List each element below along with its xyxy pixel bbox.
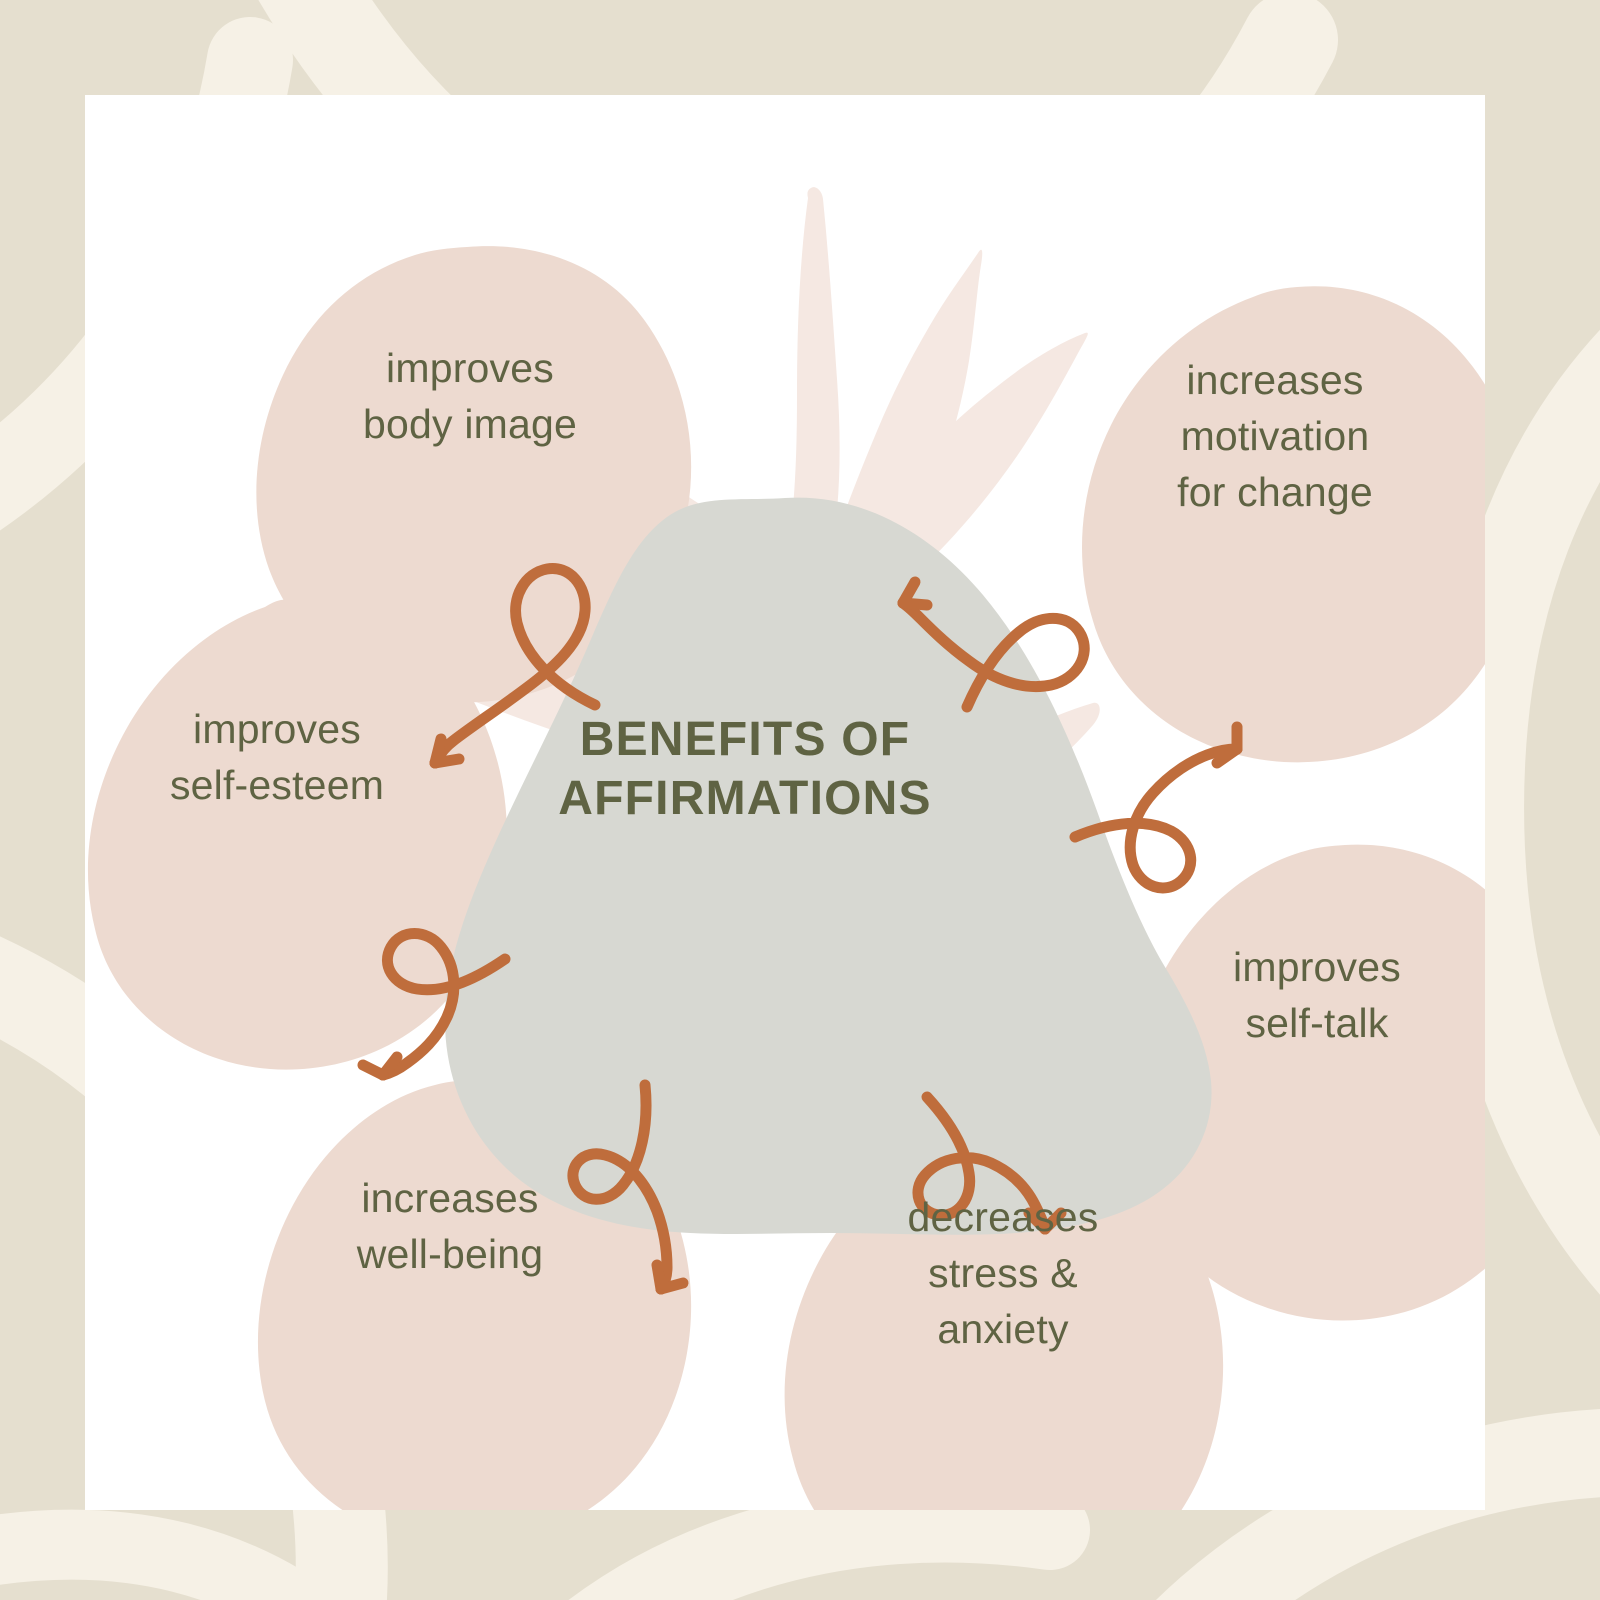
arrow-to-improves-self-esteem bbox=[357, 928, 511, 1081]
arrow-to-improves-self-talk bbox=[1069, 721, 1243, 894]
arrow-to-improves-body-image bbox=[429, 563, 601, 769]
bubble-improves-self-esteem bbox=[87, 598, 507, 1070]
bubble-increases-motivation bbox=[1082, 286, 1485, 763]
bubble-improves-self-talk bbox=[1128, 844, 1485, 1321]
page-title: BENEFITS OF AFFIRMATIONS bbox=[558, 713, 932, 825]
arrow-to-increases-motivation bbox=[897, 576, 1090, 713]
poster-card: improves body image increases motivation… bbox=[85, 95, 1485, 1510]
arrow-to-increases-well-being bbox=[567, 1079, 689, 1295]
diagram-graphics bbox=[87, 187, 1485, 1510]
arrow-to-decreases-stress-anxiety bbox=[912, 1091, 1067, 1235]
